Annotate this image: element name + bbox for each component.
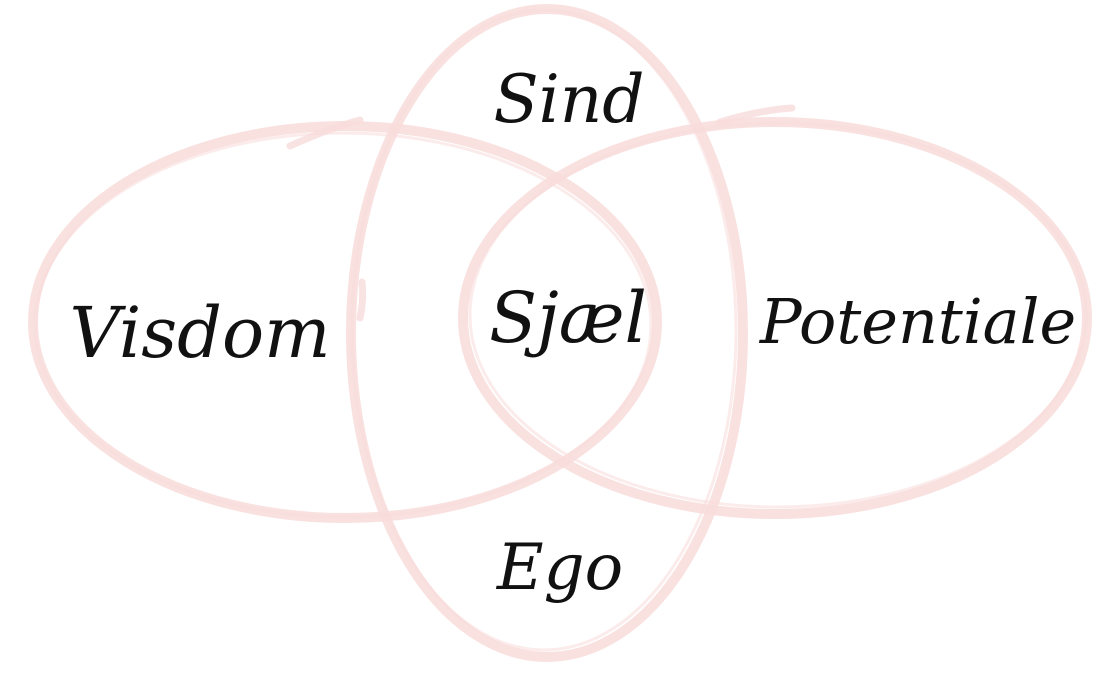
brush-accent-top-left [286, 116, 364, 150]
vertical-ellipse-sketch-line [350, 8, 738, 652]
left-ellipse-sketch-line [33, 131, 653, 519]
label-ego: Ego [496, 531, 624, 605]
label-sind: Sind [493, 61, 645, 138]
label-sjael: Sjæl [489, 277, 647, 359]
label-visdom: Visdom [69, 292, 331, 374]
brush-accent-top-right [716, 104, 796, 126]
label-potentiale: Potentiale [759, 285, 1077, 358]
right-ellipse-sketch-line [468, 121, 1088, 509]
brush-accent-left-mid [356, 278, 367, 322]
